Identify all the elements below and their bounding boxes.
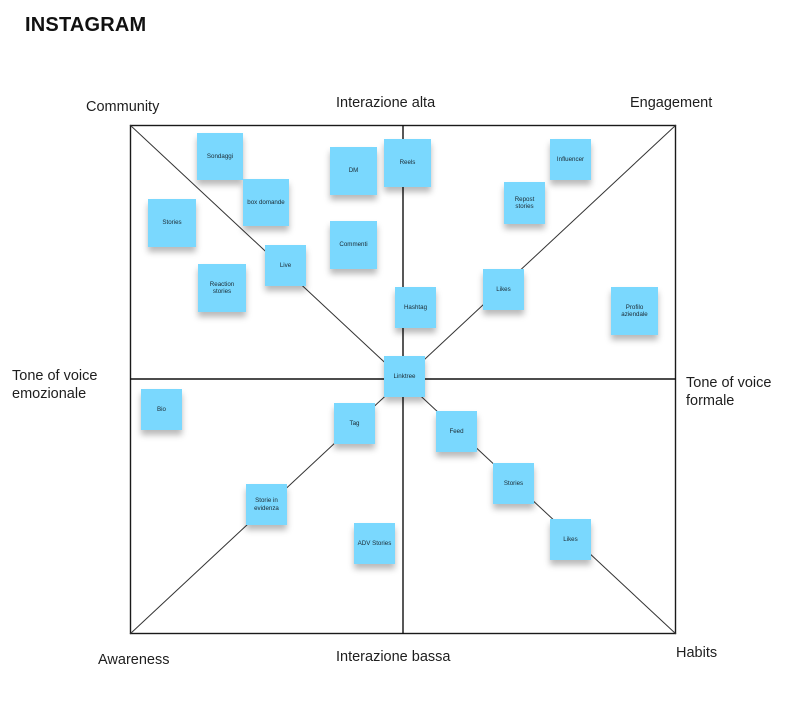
label-tone-emozionale: Tone of voice emozionale (12, 367, 97, 403)
note-live[interactable]: Live (265, 245, 306, 286)
note-text: DM (348, 167, 359, 175)
note-reels[interactable]: Reels (384, 139, 431, 187)
label-tone-formale-line2: formale (686, 393, 735, 409)
note-storie-in-evidenza[interactable]: Storie in evidenza (246, 484, 287, 525)
note-box-domande[interactable]: box domande (243, 179, 289, 226)
note-likes-engagement[interactable]: Likes (483, 269, 524, 310)
note-stories-community[interactable]: Stories (148, 199, 196, 247)
label-interazione-bassa: Interazione bassa (336, 649, 451, 665)
note-influencer[interactable]: Influencer (550, 139, 591, 180)
note-text: Profilo aziendale (621, 303, 648, 319)
note-text: Commenti (339, 241, 368, 249)
label-awareness: Awareness (98, 652, 170, 668)
label-interazione-alta: Interazione alta (336, 95, 436, 111)
label-habits: Habits (676, 645, 718, 661)
board-title: INSTAGRAM (25, 14, 147, 36)
note-text: Feed (449, 427, 464, 435)
note-text: Reaction stories (209, 280, 235, 296)
note-repost-stories[interactable]: Repost stories (504, 182, 545, 224)
label-tone-emozionale-line1: Tone of voice (12, 368, 98, 384)
note-text: Influencer (556, 155, 585, 163)
note-text: box domande (247, 198, 285, 206)
label-tone-emozionale-line2: emozionale (12, 386, 87, 402)
note-stories-habits[interactable]: Stories (493, 463, 534, 504)
note-text: Reels (399, 159, 416, 167)
note-text: Repost stories (514, 195, 535, 211)
label-community: Community (86, 99, 160, 115)
note-text: Sondaggi (206, 152, 234, 160)
label-engagement: Engagement (630, 95, 713, 111)
note-feed[interactable]: Feed (436, 411, 477, 452)
note-hashtag[interactable]: Hashtag (395, 287, 436, 328)
note-text: Hashtag (403, 303, 428, 311)
note-likes-habits[interactable]: Likes (550, 519, 591, 560)
note-profilo-aziendale[interactable]: Profilo aziendale (611, 287, 658, 335)
note-text: Linktree (393, 372, 416, 380)
note-text: Stories (503, 479, 524, 487)
note-bio[interactable]: Bio (141, 389, 182, 430)
note-tag[interactable]: Tag (334, 403, 375, 444)
note-reaction-stories[interactable]: Reaction stories (198, 264, 246, 312)
note-sondaggi[interactable]: Sondaggi (197, 133, 243, 180)
label-tone-formale: Tone of voice formale (686, 374, 771, 410)
note-text: ADV Stories (357, 539, 392, 547)
note-text: Tag (349, 419, 360, 427)
note-text: Likes (563, 535, 578, 543)
note-adv-stories[interactable]: ADV Stories (354, 523, 395, 564)
note-commenti[interactable]: Commenti (330, 221, 377, 269)
note-text: Bio (157, 405, 166, 413)
label-tone-formale-line1: Tone of voice (686, 375, 772, 391)
note-linktree[interactable]: Linktree (384, 356, 425, 397)
note-text: Live (279, 261, 292, 269)
note-text: Likes (496, 285, 511, 293)
note-dm[interactable]: DM (330, 147, 377, 195)
note-text: Storie in evidenza (254, 497, 279, 512)
note-text: Stories (162, 219, 182, 227)
